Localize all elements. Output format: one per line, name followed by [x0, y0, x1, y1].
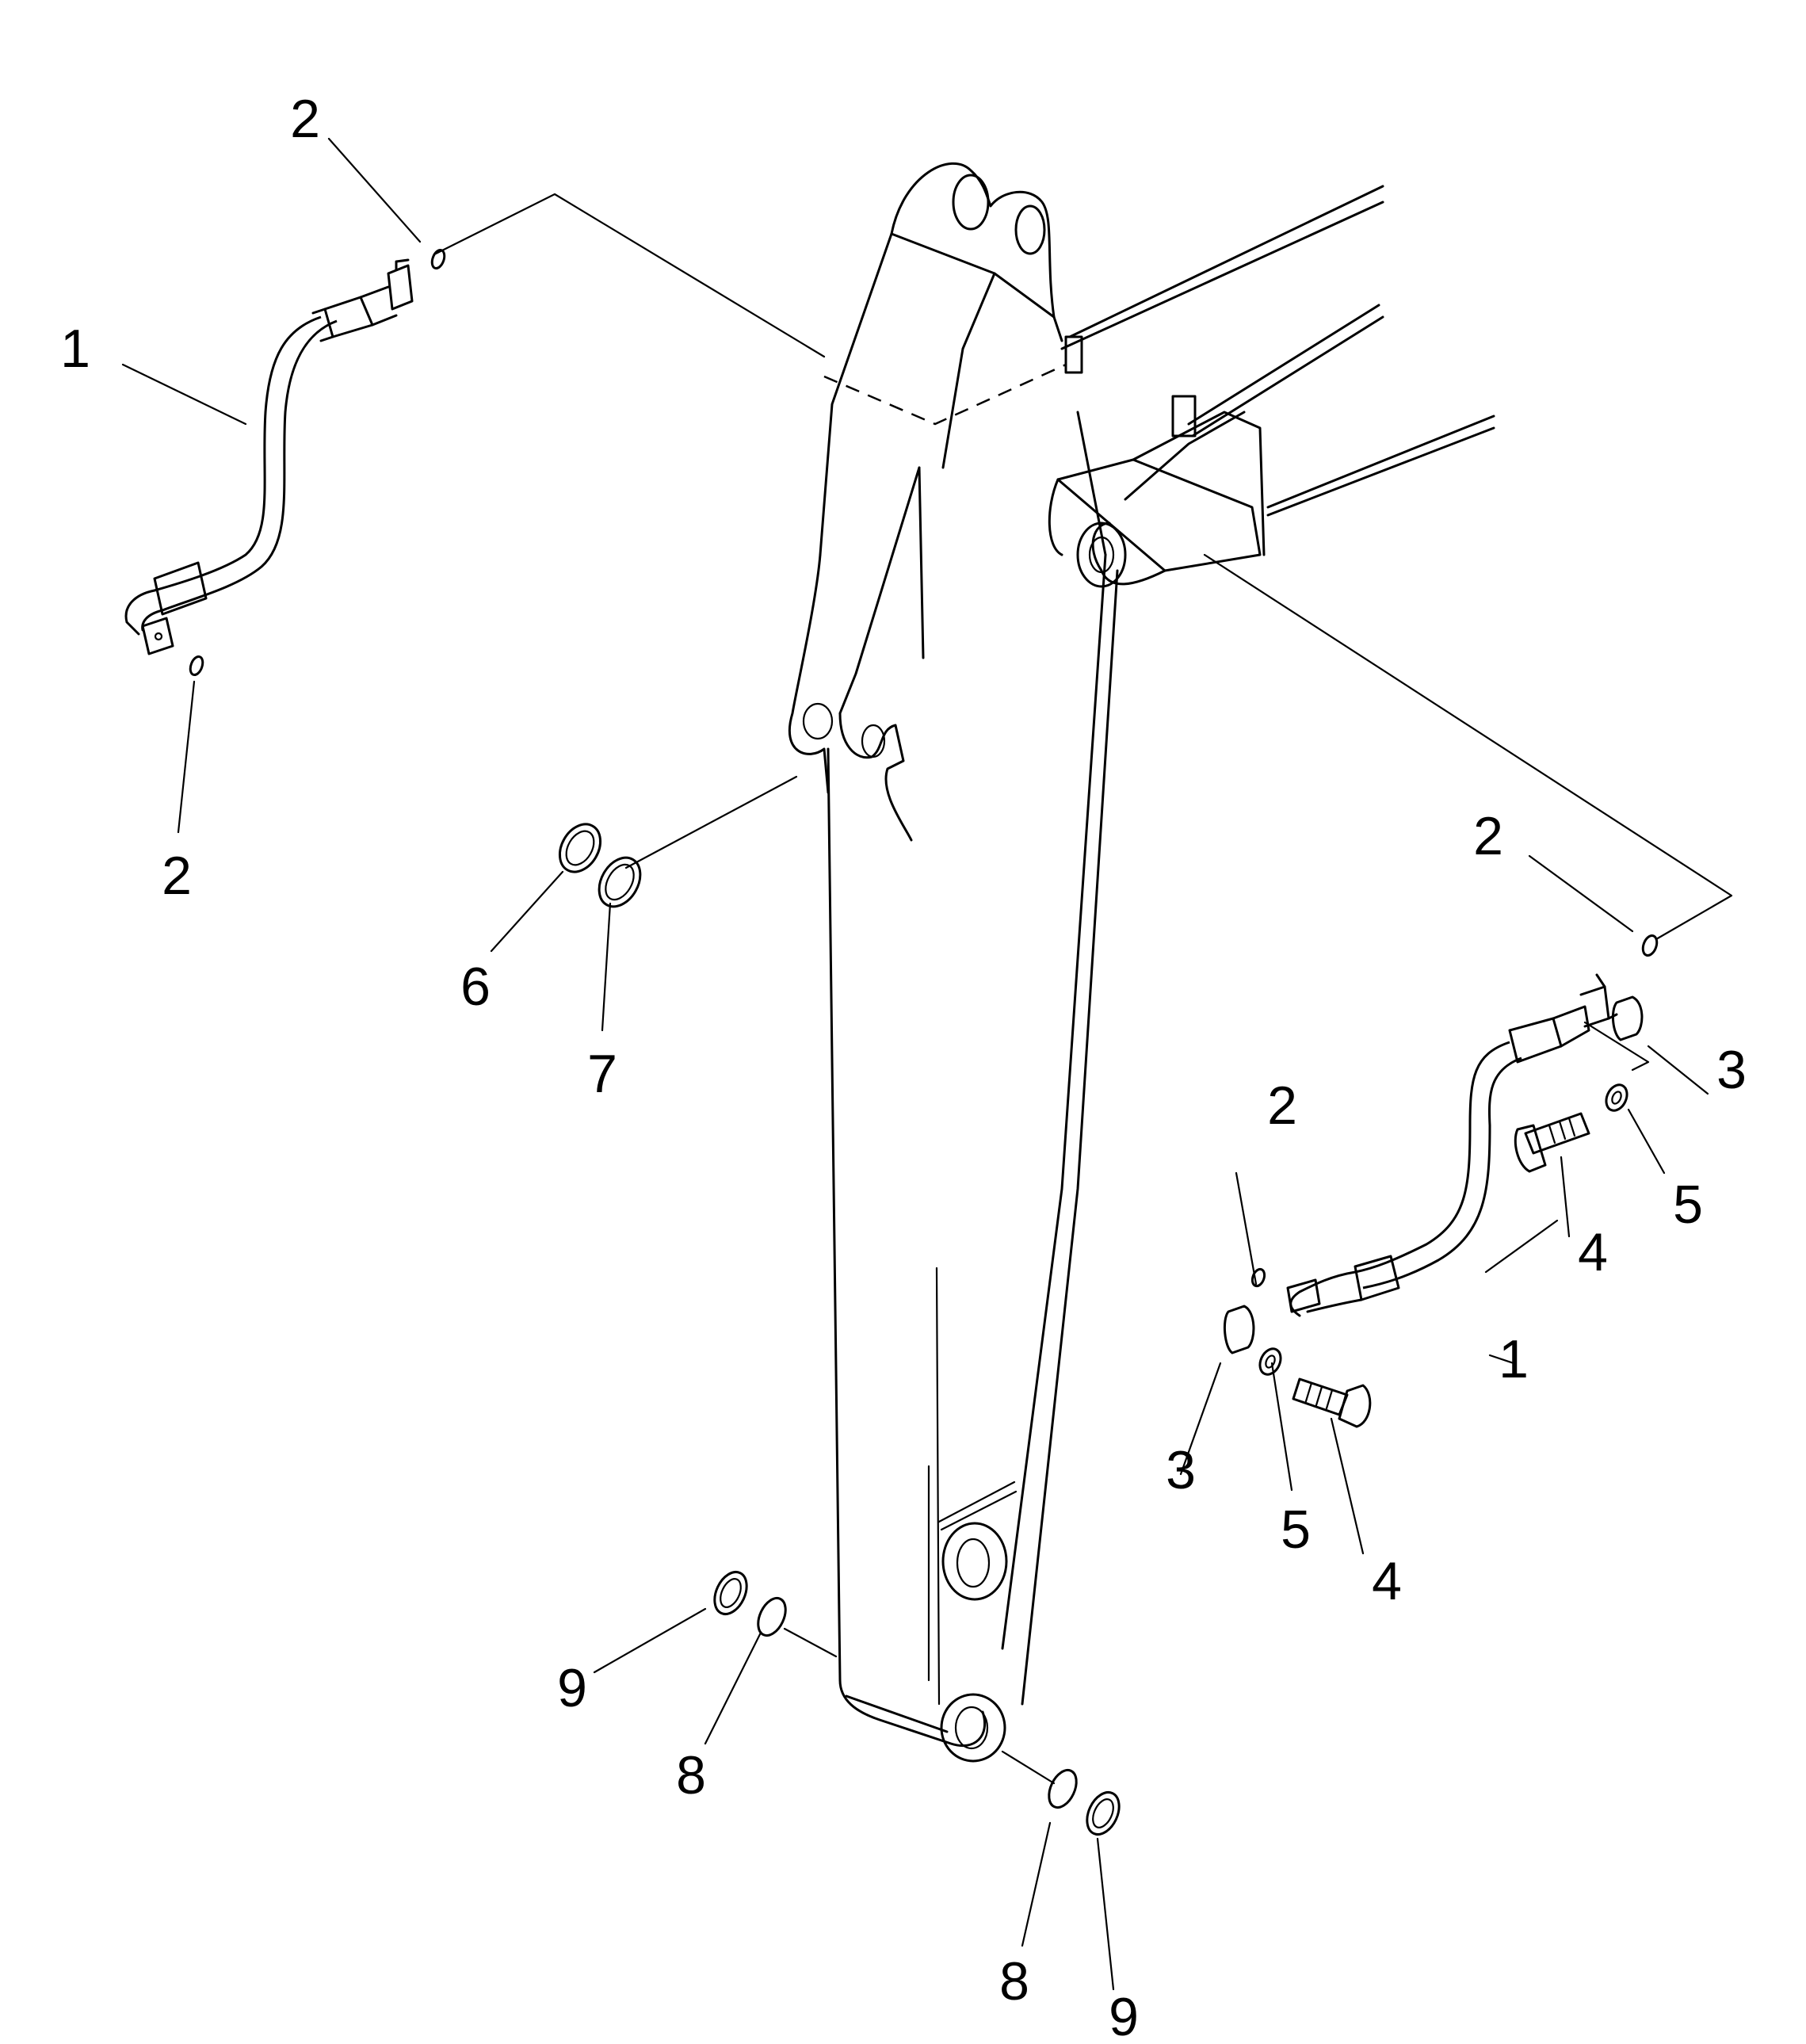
hose-upper-left	[124, 258, 414, 655]
callout-3-right-lower: 3	[1166, 1440, 1196, 1500]
hose-lower-right	[1286, 973, 1618, 1317]
callout-2-top: 2	[290, 89, 320, 149]
side-beam	[1048, 185, 1495, 588]
callout-2-left-lower: 2	[162, 846, 192, 906]
callout-4-right-upper: 4	[1578, 1222, 1608, 1282]
callout-8-right: 8	[999, 1951, 1029, 2012]
callout-2-right-top: 2	[1473, 806, 1503, 866]
callout-6: 6	[460, 957, 491, 1017]
callout-4-right-lower: 4	[1372, 1551, 1402, 1611]
callout-5-right-lower: 5	[1281, 1500, 1311, 1560]
callout-5-right-upper: 5	[1673, 1175, 1703, 1235]
leader-lines	[121, 137, 1733, 1991]
callout-2-right-mid: 2	[1267, 1075, 1297, 1136]
callout-3-right-upper: 3	[1716, 1040, 1747, 1100]
callout-numbers: 2 1 2 6 7 2 3 2 5 4 1 3 5 4 9 8 8 9	[60, 89, 1747, 2044]
callout-1-upper-left: 1	[60, 319, 90, 379]
callout-7: 7	[587, 1044, 617, 1104]
boom-arm	[788, 162, 1119, 1763]
callout-1-lower-right: 1	[1499, 1329, 1529, 1389]
small-parts	[189, 248, 1659, 1836]
callout-9-right: 9	[1109, 1987, 1139, 2044]
callout-8-left: 8	[676, 1745, 706, 1805]
callout-9-left: 9	[557, 1658, 587, 1718]
